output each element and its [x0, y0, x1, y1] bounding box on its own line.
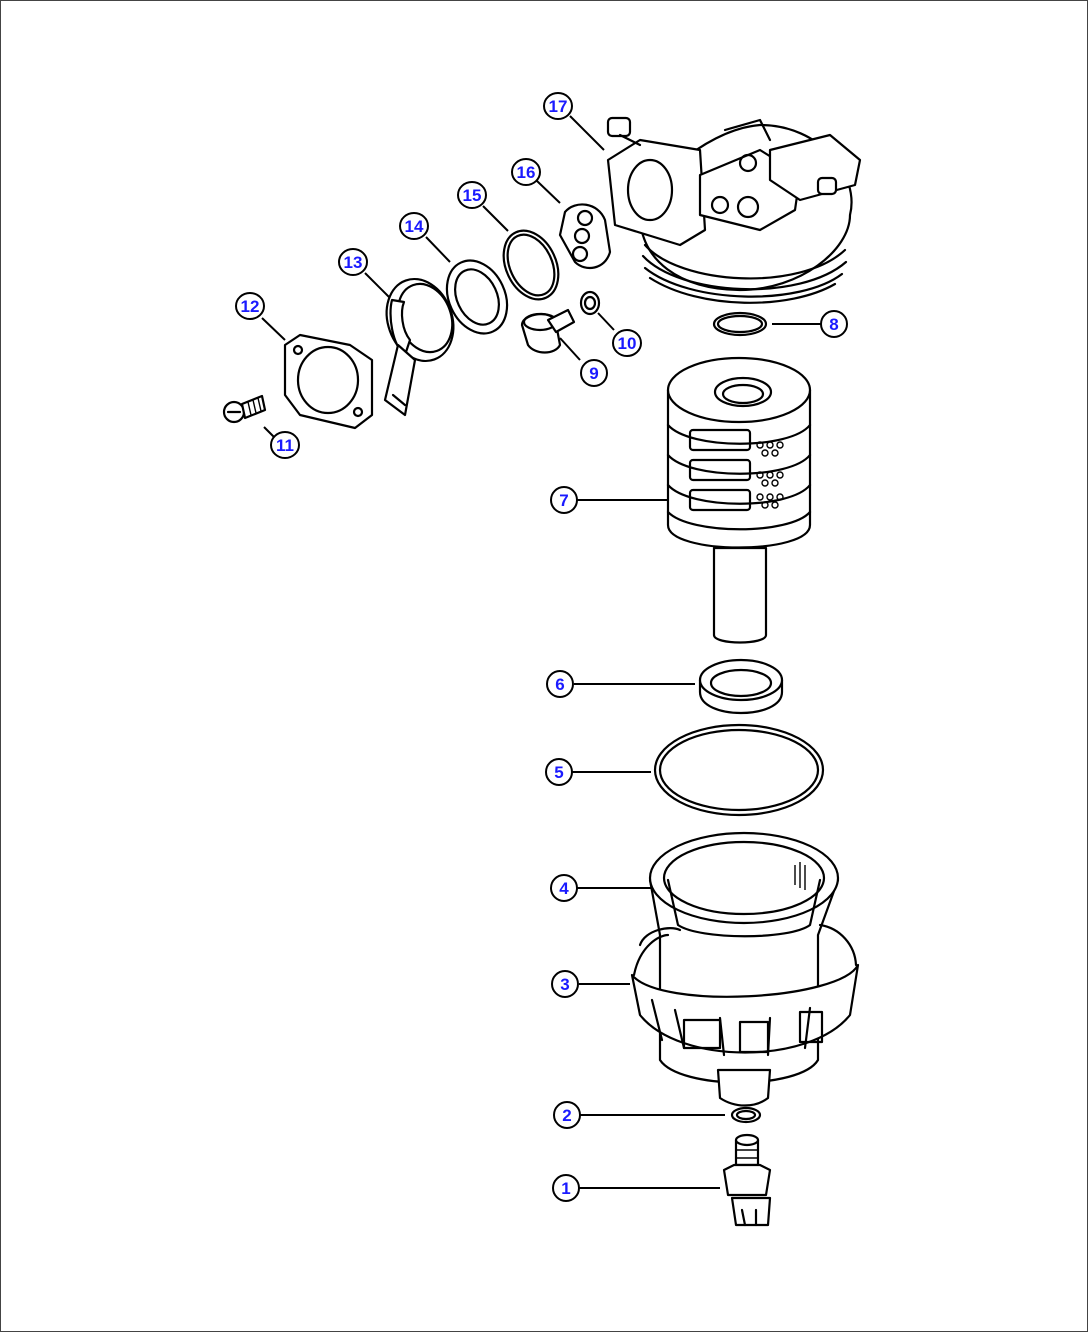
- svg-text:4: 4: [559, 879, 569, 898]
- part-14-ring: [445, 259, 509, 335]
- svg-text:3: 3: [560, 975, 569, 994]
- callout-14: 14: [399, 212, 429, 240]
- callout-6: 6: [546, 670, 574, 698]
- svg-text:17: 17: [549, 97, 568, 116]
- callout-17: 17: [543, 92, 573, 120]
- callout-5: 5: [545, 758, 573, 786]
- svg-text:8: 8: [829, 315, 838, 334]
- callout-8: 8: [820, 310, 848, 338]
- callout-9: 9: [580, 359, 608, 387]
- callout-15: 15: [457, 181, 487, 209]
- part-11-screw: [222, 394, 267, 424]
- part-13-sight-glass: [383, 277, 455, 417]
- svg-text:7: 7: [559, 491, 568, 510]
- svg-text:13: 13: [344, 253, 363, 272]
- part-9-bolt: [520, 308, 576, 354]
- svg-text:6: 6: [555, 675, 564, 694]
- callout-4: 4: [550, 874, 578, 902]
- callout-1: 1: [552, 1174, 580, 1202]
- callout-13: 13: [338, 248, 368, 276]
- svg-text:12: 12: [241, 297, 260, 316]
- part-2-small-o-ring: [730, 1106, 762, 1124]
- svg-text:5: 5: [554, 763, 563, 782]
- part-15-o-ring: [502, 229, 560, 301]
- part-5-large-o-ring: [653, 723, 825, 817]
- svg-text:9: 9: [589, 364, 598, 383]
- part-3-collar: [630, 923, 860, 1057]
- callout-7: 7: [550, 486, 578, 514]
- callout-16: 16: [511, 158, 541, 186]
- part-16-plate: [558, 203, 612, 270]
- part-1-drain-plug: [722, 1133, 772, 1227]
- part-10-washer: [579, 290, 601, 316]
- part-8-o-ring: [712, 311, 768, 337]
- svg-text:15: 15: [463, 186, 482, 205]
- svg-text:14: 14: [405, 217, 424, 236]
- part-7-filter-element: [666, 356, 812, 644]
- callout-2: 2: [553, 1101, 581, 1129]
- svg-text:10: 10: [618, 334, 637, 353]
- part-6-seal-ring: [698, 658, 784, 715]
- callout-10: 10: [612, 329, 642, 357]
- callout-3: 3: [551, 970, 579, 998]
- callout-12: 12: [235, 292, 265, 320]
- svg-text:1: 1: [561, 1179, 570, 1198]
- part-17-filter-head: [606, 116, 862, 304]
- part-4-bowl: [648, 831, 840, 1107]
- part-12-gasket: [283, 333, 374, 430]
- svg-text:16: 16: [517, 163, 536, 182]
- leader-lines: [261, 115, 822, 1189]
- svg-text:11: 11: [276, 436, 294, 455]
- svg-text:2: 2: [562, 1106, 571, 1125]
- callout-11: 11: [270, 431, 300, 459]
